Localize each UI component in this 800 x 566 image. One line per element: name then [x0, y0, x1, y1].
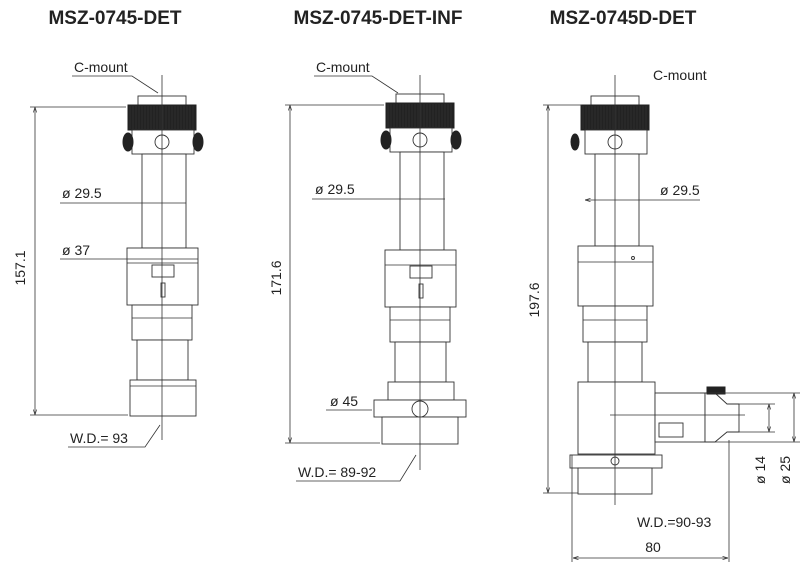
dia-label-3b: ø 14	[752, 456, 768, 484]
width-dim-3: 80	[645, 539, 661, 555]
c-mount-label-2: C-mount	[316, 59, 370, 75]
wd-label-2: W.D.= 89-92	[298, 464, 376, 480]
adapter	[387, 381, 455, 401]
model-title-3: MSZ-0745D-DET	[550, 8, 697, 29]
light-guide-port	[704, 392, 740, 443]
coaxial-body	[577, 381, 656, 455]
knob-left	[122, 132, 134, 152]
dia-label-2a: ø 29.5	[315, 181, 355, 197]
c-mount-label-1: C-mount	[74, 59, 128, 75]
model-title-2: MSZ-0745-DET-INF	[294, 8, 463, 29]
lower-tube	[136, 339, 189, 381]
lower-tube	[394, 341, 447, 383]
knob-right	[450, 130, 462, 150]
wd-label-1: W.D.= 93	[70, 430, 128, 446]
knurled-screw	[706, 386, 726, 395]
scale-plate	[151, 264, 175, 278]
lens2-annotations: C-mount 171.6 ø 29.5 ø 45 W.D.= 89-92	[268, 59, 445, 482]
height-dim-2: 171.6	[268, 260, 284, 295]
height-dim-1: 157.1	[12, 250, 28, 285]
knob-right	[192, 132, 204, 152]
dia-label-3c: ø 25	[777, 456, 793, 484]
index-mark	[418, 283, 424, 299]
knob-left	[380, 130, 392, 150]
dia-label-2b: ø 45	[330, 393, 358, 409]
dot	[631, 256, 635, 260]
lens1-annotations: C-mount 157.1 ø 29.5 ø 37 W.D.= 93	[12, 59, 198, 448]
lens-drawing-msz-0745-det	[122, 75, 204, 440]
objective	[129, 379, 197, 417]
tube	[141, 153, 187, 249]
dia-label-3a: ø 29.5	[660, 182, 700, 198]
lens3-annotations: C-mount 197.6 ø 29.5 ø 14 ø 25 W.D.=90-9…	[526, 67, 800, 562]
model-title-1: MSZ-0745-DET	[48, 8, 181, 29]
focus-body	[577, 245, 654, 307]
tube	[399, 151, 445, 251]
knob-left	[570, 133, 580, 151]
dia-label-1a: ø 29.5	[62, 185, 102, 201]
lens-drawing-msz-0745d-det	[569, 75, 745, 505]
wd-label-3: W.D.=90-93	[637, 514, 712, 530]
lens-drawing-msz-0745-det-inf	[373, 75, 467, 470]
height-dim-3: 197.6	[526, 282, 542, 317]
side-tab	[658, 422, 684, 438]
scale-plate	[409, 265, 433, 279]
dia-label-1b: ø 37	[62, 242, 90, 258]
focus-body	[384, 249, 457, 308]
c-mount-label-3: C-mount	[653, 67, 707, 83]
index-mark	[160, 282, 166, 298]
